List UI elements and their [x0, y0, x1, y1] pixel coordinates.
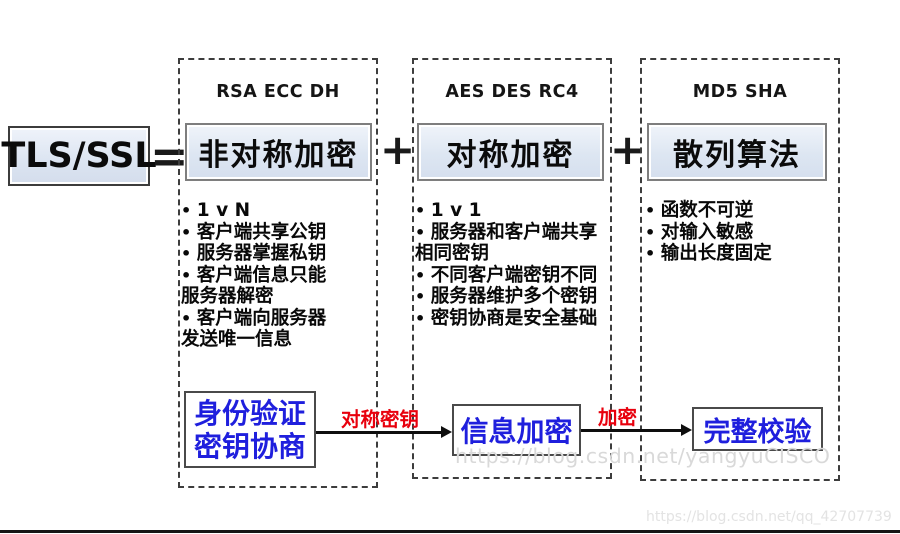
hash-algorithms-header: MD5 SHA — [692, 82, 788, 102]
symmetric-bullet-list: 1 v 1 服务器和客户端共享 相同密钥 不同客户端密钥不同 服务器维护多个密钥… — [415, 200, 612, 329]
list-item: 不同客户端密钥不同 — [415, 265, 612, 287]
list-item: 对输入敏感 — [645, 222, 842, 244]
equals-sign: = — [150, 129, 189, 183]
list-item: 客户端共享公钥 — [181, 222, 378, 244]
hash-algorithm-label: 散列算法 — [673, 138, 801, 173]
flow-arrow-1 — [316, 431, 443, 434]
tls-ssl-box: TLS/SSL — [1, 126, 157, 186]
list-item: 服务器和客户端共享 相同密钥 — [415, 222, 612, 265]
list-item: 服务器掌握私钥 — [181, 243, 378, 265]
encrypt-arrow-label: 加密 — [598, 406, 638, 429]
list-item: 客户端向服务器 发送唯一信息 — [181, 308, 378, 351]
flow-arrow-1-head-icon — [441, 426, 452, 438]
plus-sign-1: + — [380, 125, 416, 174]
list-item: 客户端信息只能 服务器解密 — [181, 265, 378, 308]
watermark-middle: https://blog.csdn.net/yangyuCISCO — [455, 444, 831, 468]
symmetric-encryption-box: 对称加密 — [417, 123, 604, 181]
list-item: 函数不可逆 — [645, 200, 842, 222]
list-item: 密钥协商是安全基础 — [415, 308, 612, 330]
tls-ssl-label: TLS/SSL — [1, 136, 157, 176]
asymmetric-encryption-label: 非对称加密 — [198, 138, 359, 173]
list-item: 服务器维护多个密钥 — [415, 286, 612, 308]
asymmetric-bullet-list: 1 v N 客户端共享公钥 服务器掌握私钥 客户端信息只能 服务器解密 客户端向… — [181, 200, 378, 351]
symmetric-key-arrow-label: 对称密钥 — [341, 408, 420, 431]
asymmetric-encryption-box: 非对称加密 — [185, 123, 372, 181]
asymmetric-algorithms-header: RSA ECC DH — [216, 82, 340, 102]
flow-arrow-2 — [581, 429, 681, 432]
list-item: 1 v N — [181, 200, 378, 222]
integrity-check-box: 完整校验 — [692, 407, 823, 451]
identity-verification-key-negotiation-box: 身份验证 密钥协商 — [184, 391, 316, 468]
message-encryption-box: 信息加密 — [452, 404, 581, 456]
hash-bullet-list: 函数不可逆 对输入敏感 输出长度固定 — [645, 200, 842, 265]
list-item: 1 v 1 — [415, 200, 612, 222]
watermark-bottom-right: https://blog.csdn.net/qq_42707739 — [646, 509, 892, 525]
symmetric-algorithms-header: AES DES RC4 — [445, 82, 579, 102]
list-item: 输出长度固定 — [645, 243, 842, 265]
hash-algorithm-box: 散列算法 — [647, 123, 827, 181]
flow-arrow-2-head-icon — [681, 424, 692, 436]
symmetric-encryption-label: 对称加密 — [446, 138, 575, 173]
hash-column-frame — [640, 58, 840, 481]
plus-sign-2: + — [610, 125, 646, 174]
bottom-divider — [0, 530, 900, 533]
